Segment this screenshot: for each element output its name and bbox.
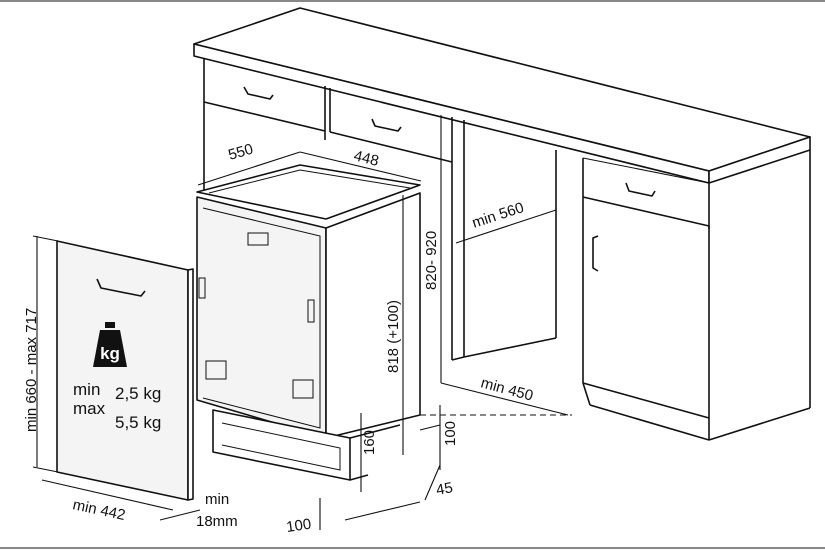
- dim-min560-text: min 560: [470, 199, 526, 232]
- dim-100-bottom-text: 100: [285, 516, 312, 536]
- dishwasher: [196, 164, 421, 481]
- dim-550-text: 550: [226, 141, 255, 164]
- decor-panel-handle: [96, 278, 146, 297]
- dishwasher-clip-right: [307, 299, 315, 323]
- dim-100-plinth-text: 100: [442, 421, 459, 446]
- weight-min-label: min: [73, 380, 100, 399]
- right-plinth-bottom: [589, 404, 710, 441]
- dim-thickness-value-text: 18mm: [196, 513, 238, 530]
- right-door-handle: [592, 235, 599, 272]
- decor-panel-front: [56, 240, 189, 501]
- plinth-side-top: [349, 424, 401, 439]
- decor-panel: [56, 240, 194, 501]
- dim-panel-width-line: [41, 479, 174, 511]
- dimension-lines: [32, 115, 572, 530]
- dim-45-text: 45: [435, 479, 454, 499]
- weight-icon-label: kg: [100, 344, 120, 363]
- dim-thickness-min-text: min: [205, 491, 229, 508]
- dim-niche-height-text: 820- 920: [423, 231, 440, 290]
- dim-448-text: 448: [352, 147, 380, 170]
- dim-45-line: [424, 464, 441, 501]
- dim-min450-line: [440, 382, 569, 416]
- dishwasher-latch: [247, 232, 269, 246]
- dim-448-line: [299, 151, 422, 182]
- dishwasher-top: [196, 164, 421, 220]
- dim-550-line: [197, 151, 301, 186]
- decor-panel-edge: [187, 268, 194, 501]
- right-drawer-handle: [625, 182, 656, 197]
- dishwasher-hinge-left: [205, 360, 227, 380]
- dishwasher-side: [325, 192, 421, 439]
- dim-818-text: 818 (+100): [385, 300, 402, 373]
- right-plinth-left: [582, 382, 591, 406]
- right-cabinet-base: [582, 382, 710, 419]
- mid-drawer-bottom: [329, 131, 453, 163]
- right-drawer-bottom: [582, 196, 710, 227]
- weight-kg-icon: kg: [93, 322, 127, 367]
- dishwasher-clip-left: [198, 277, 206, 299]
- weight-max-label: max: [73, 399, 106, 418]
- weight-max-value: 5,5 kg: [115, 413, 161, 432]
- dim-min560-line: [455, 209, 557, 244]
- dishwasher-hinge-right: [292, 379, 314, 399]
- right-plinth-side: [708, 407, 811, 441]
- dishwasher-top-rim: [208, 169, 411, 194]
- weight-min-value: 2,5 kg: [115, 384, 161, 403]
- dim-bottom-depth-line: [344, 501, 421, 521]
- dim-panel-width-text: min 442: [71, 496, 127, 524]
- niche-left-base: [451, 356, 465, 361]
- dim-panel-bottom-ext: [32, 466, 59, 473]
- dim-100-tick: [419, 424, 441, 431]
- dishwasher-plinth-inner: [221, 422, 341, 471]
- dishwasher-inner-frame: [202, 207, 321, 429]
- mid-drawer-handle: [371, 118, 402, 132]
- countertop-top: [193, 7, 811, 172]
- kitchen-cabinets: [193, 7, 811, 441]
- dim-panel-height-text: min 660 - max 717: [23, 308, 40, 432]
- dim-160-text: 160: [361, 430, 378, 455]
- dim-panel-top-ext: [32, 235, 59, 242]
- dim-thickness-line: [159, 509, 201, 521]
- left-drawer-handle: [243, 86, 274, 100]
- right-cabinet-top: [582, 157, 710, 184]
- niche-floor-back: [463, 337, 557, 358]
- left-drawer-line: [203, 101, 326, 132]
- plinth-side-bottom: [349, 474, 369, 481]
